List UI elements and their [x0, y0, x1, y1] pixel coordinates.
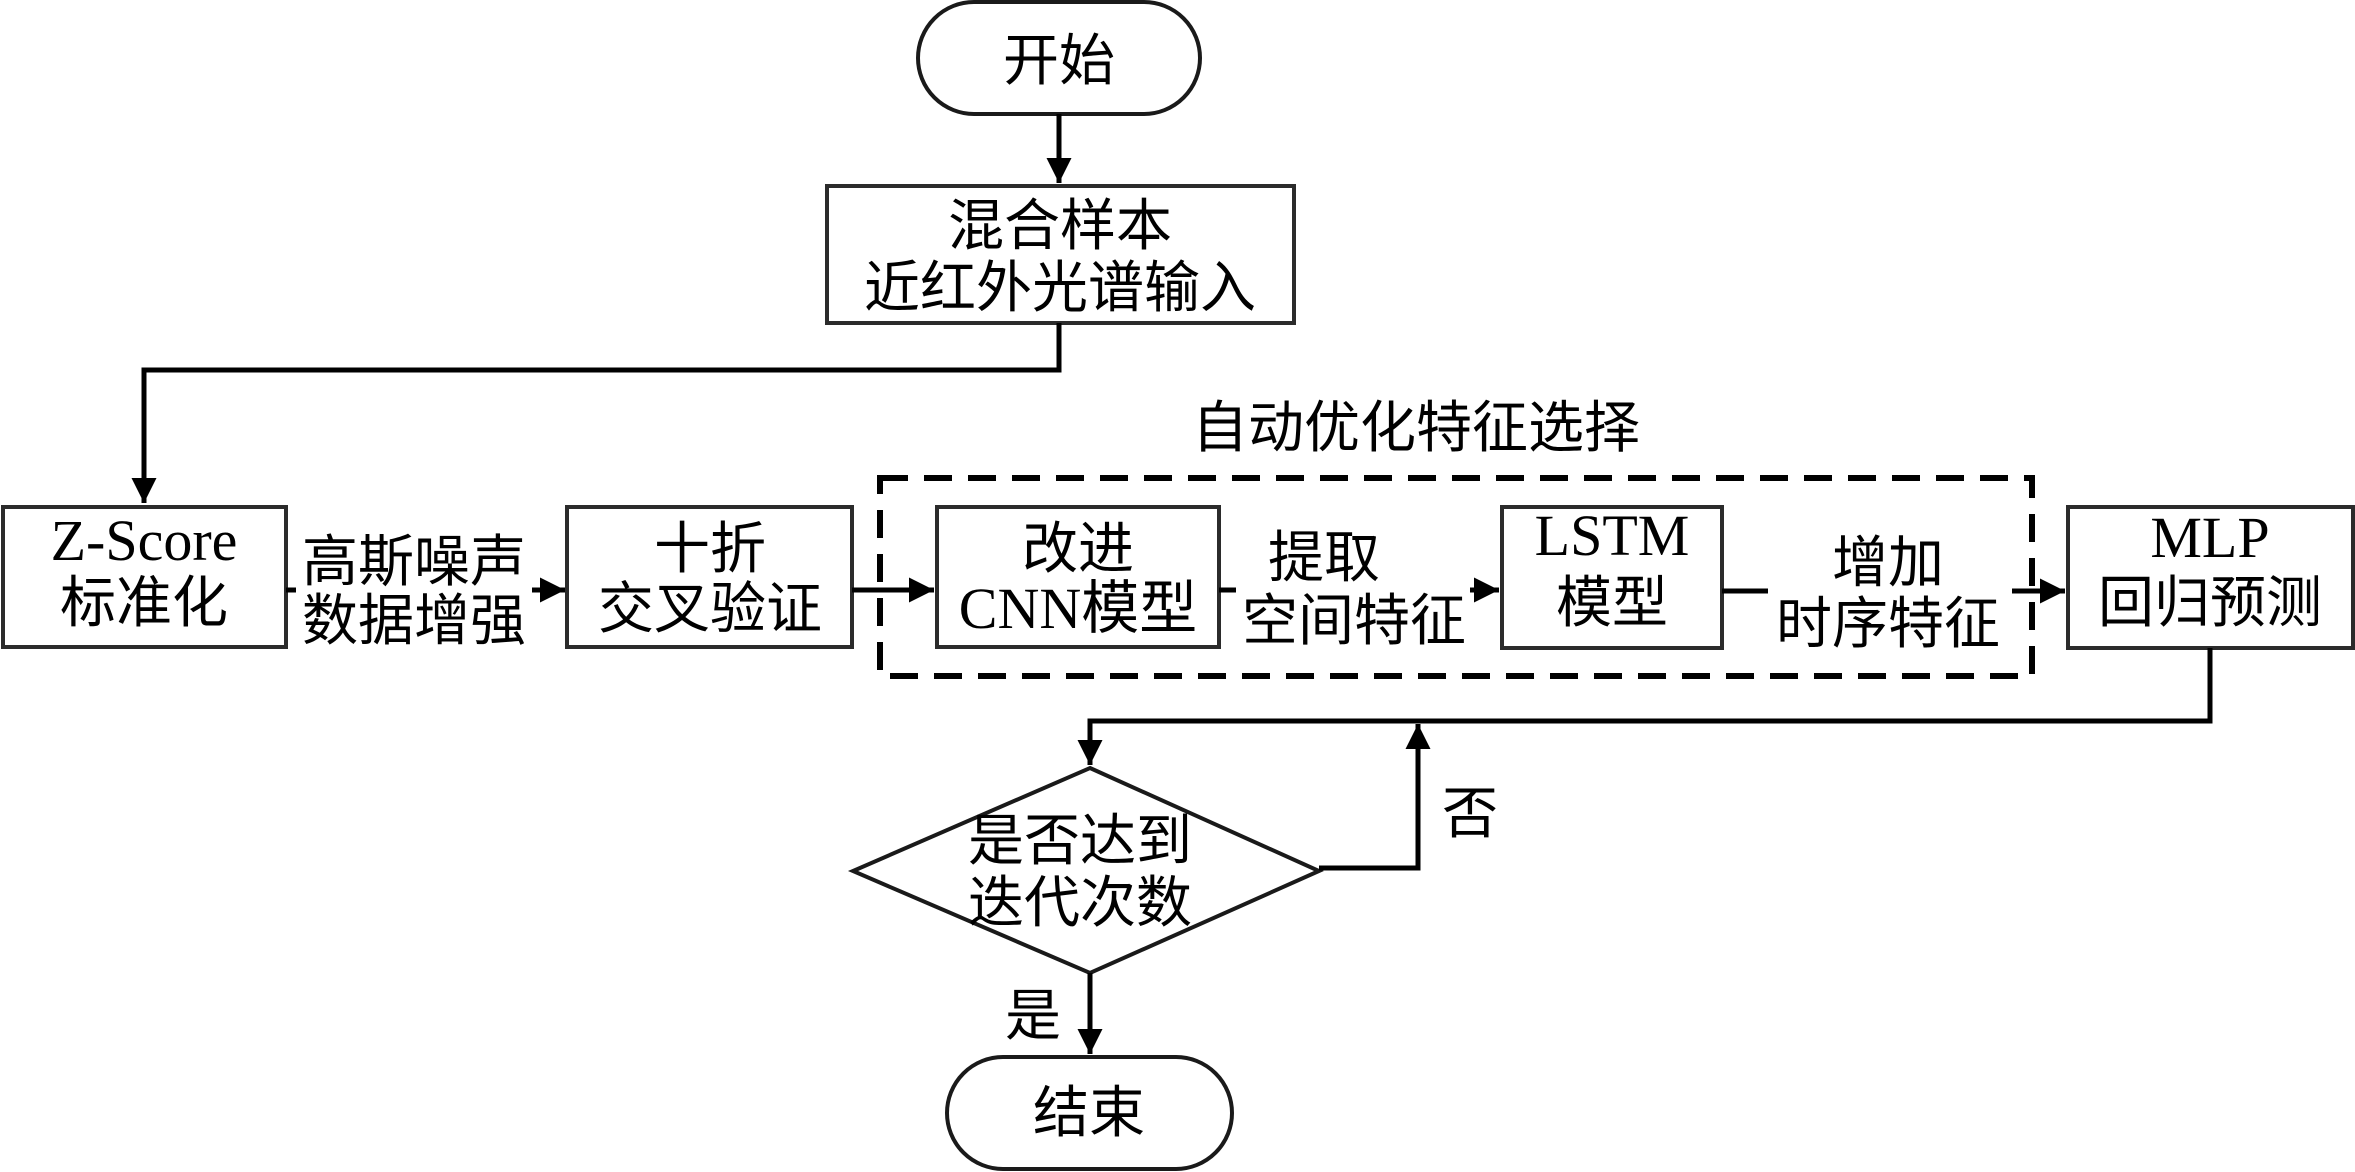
- spatial-label: 提取 空间特征: [1242, 526, 1466, 654]
- edge-mlp-to-decision: [1077, 648, 2213, 765]
- yes-label: 是: [1005, 984, 1061, 1049]
- zscore-label-line2: 标准化: [60, 571, 228, 636]
- spatial-label-line2: 空间特征: [1242, 589, 1466, 654]
- lstm-node: LSTM 模型: [1500, 503, 1724, 650]
- no-label: 否: [1442, 782, 1498, 847]
- zscore-label-line1: Z-Score: [51, 508, 238, 573]
- end-node: 结束: [945, 1055, 1234, 1171]
- mlp-label-line2: 回归预测: [2098, 571, 2322, 636]
- augment-label-line2: 数据增强: [302, 589, 526, 654]
- start-node: 开始: [916, 0, 1202, 116]
- edge-decision-no: [1319, 724, 1431, 871]
- temporal-label-line1: 增加: [1832, 531, 1944, 596]
- cnn-label-line1: 改进: [1022, 517, 1134, 582]
- lstm-label-line2: 模型: [1556, 571, 1668, 636]
- group-title: 自动优化特征选择: [1192, 396, 1640, 461]
- zscore-node: Z-Score 标准化: [1, 505, 288, 649]
- kfold-node: 十折 交叉验证: [565, 505, 854, 649]
- spatial-label-line1: 提取: [1268, 526, 1380, 591]
- mlp-node: MLP 回归预测: [2066, 505, 2355, 650]
- start-label: 开始: [1003, 29, 1115, 94]
- augment-label: 高斯噪声 数据增强: [302, 530, 526, 654]
- input-label-line1: 混合样本: [948, 194, 1172, 259]
- kfold-label-line1: 十折: [654, 517, 766, 582]
- temporal-label: 增加 时序特征: [1776, 531, 2000, 657]
- decision-label-line1: 是否达到: [968, 809, 1192, 874]
- input-node: 混合样本 近红外光谱输入: [825, 184, 1296, 325]
- decision-label-line2: 迭代次数: [968, 871, 1192, 936]
- cnn-label-line2: CNN模型: [959, 576, 1197, 641]
- cnn-node: 改进 CNN模型: [935, 505, 1221, 649]
- end-label: 结束: [1033, 1081, 1145, 1146]
- decision-node: 是否达到 迭代次数: [847, 765, 1324, 976]
- lstm-label-line1: LSTM: [1535, 503, 1690, 568]
- edge-input-to-zscore: [131, 323, 1062, 503]
- mlp-label-line1: MLP: [2150, 505, 2269, 570]
- input-label-line2: 近红外光谱输入: [864, 256, 1256, 321]
- feature-selection-group: 自动优化特征选择: [877, 396, 2035, 679]
- temporal-label-line2: 时序特征: [1776, 592, 2000, 657]
- kfold-label-line2: 交叉验证: [598, 577, 822, 642]
- augment-label-line1: 高斯噪声: [302, 530, 526, 595]
